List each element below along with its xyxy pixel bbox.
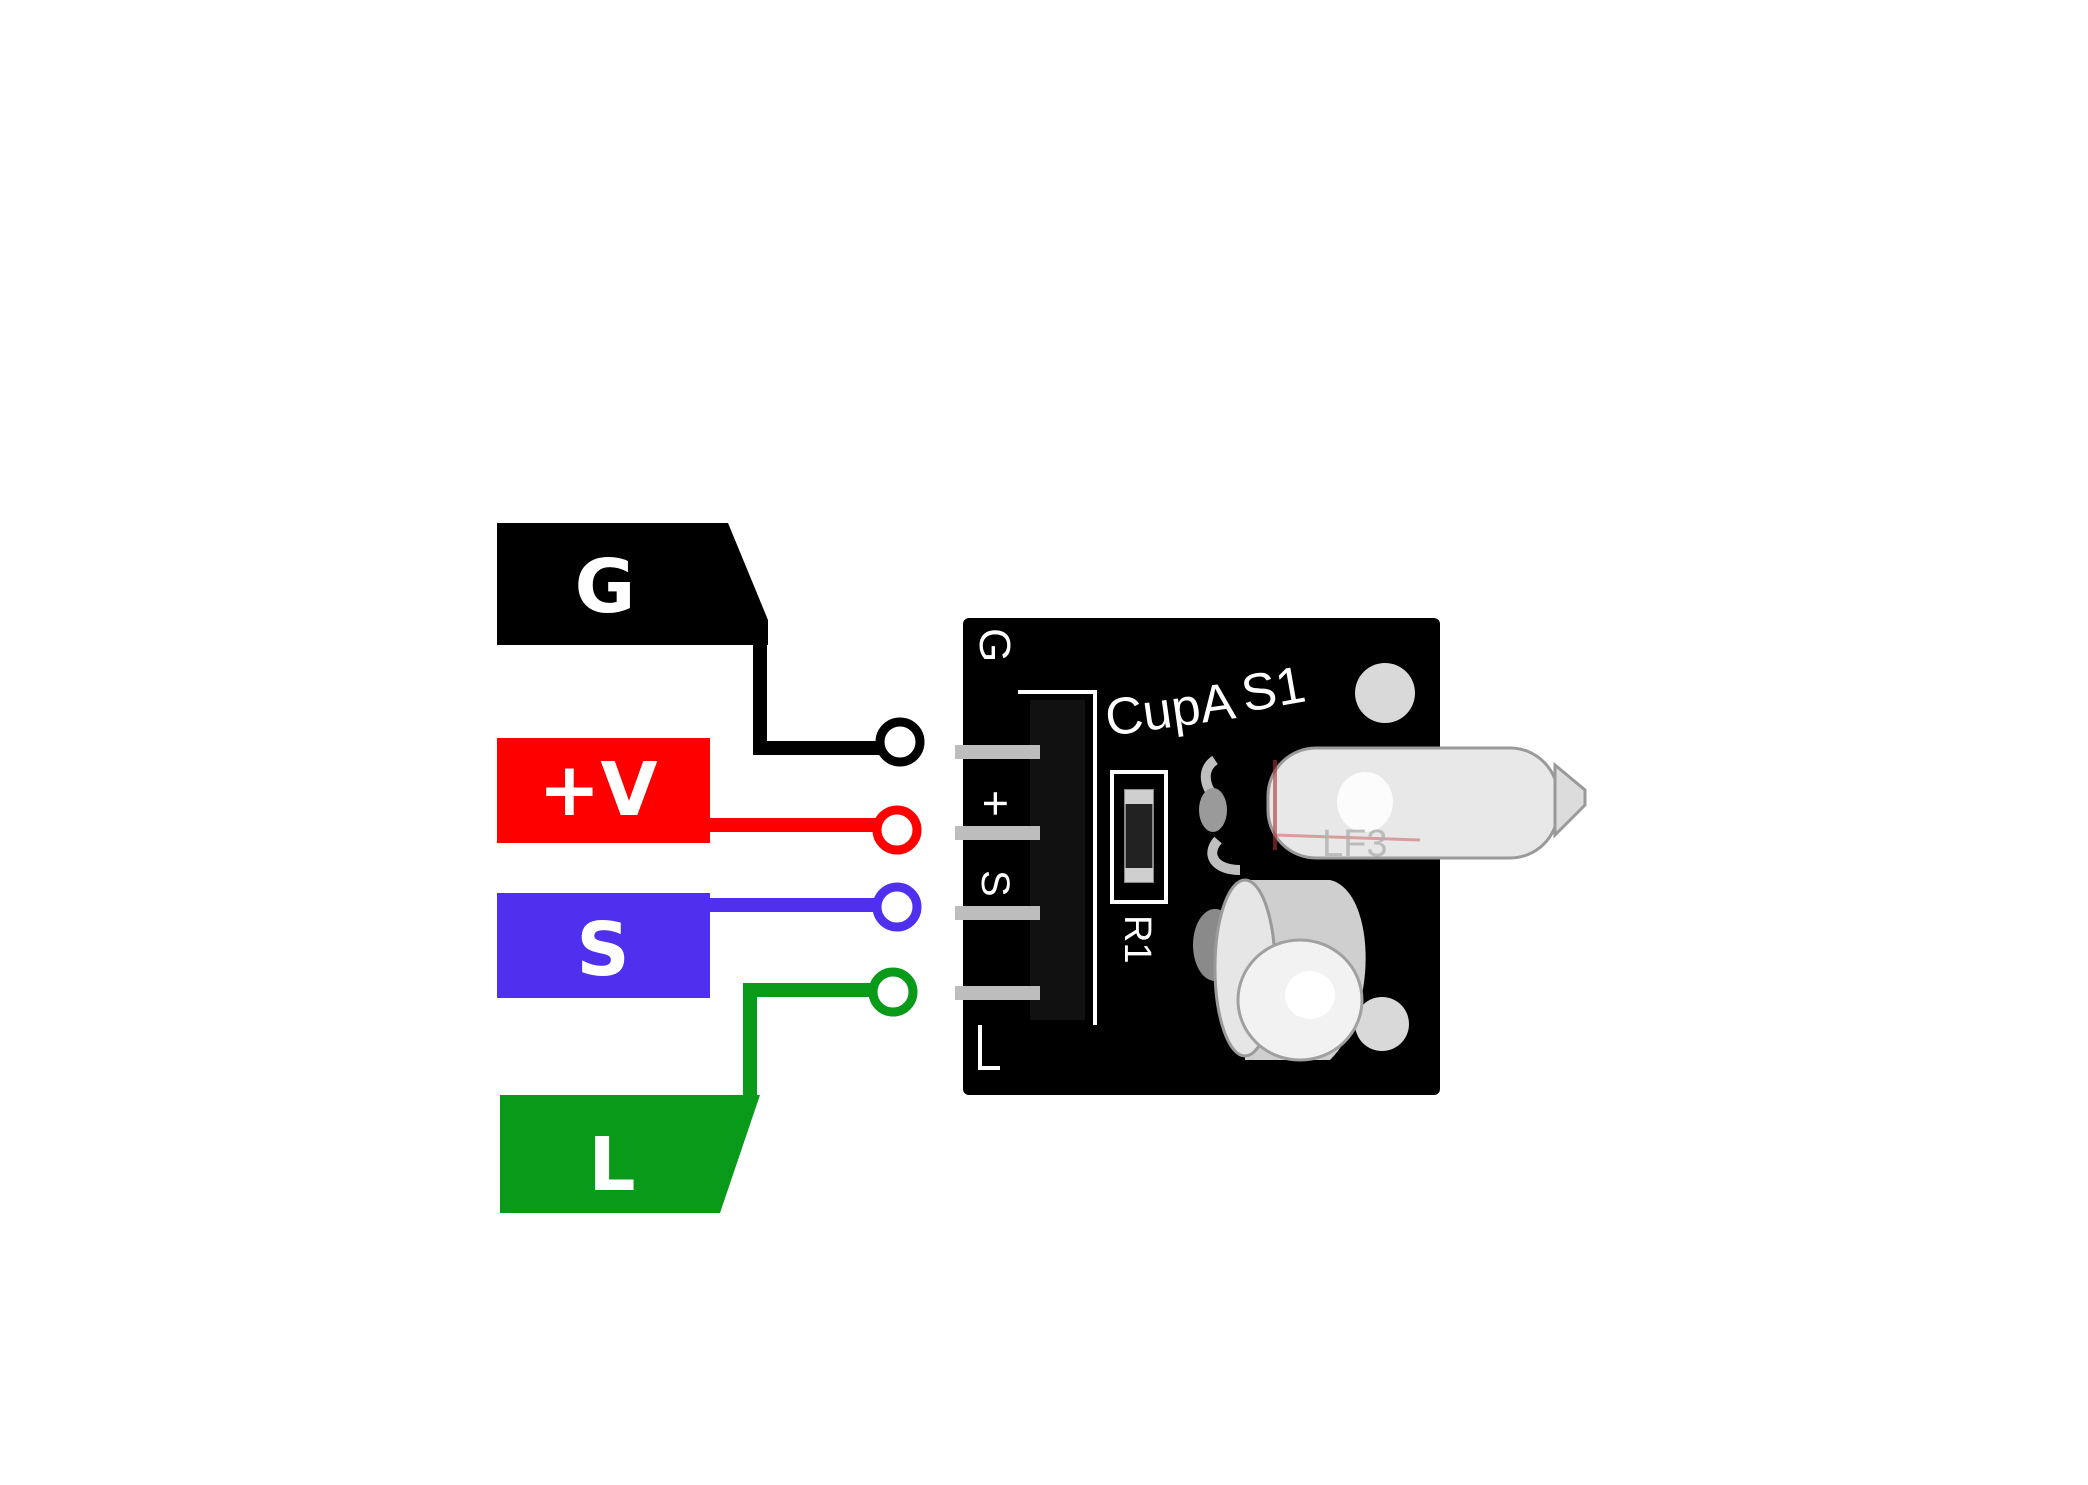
connector-rings (868, 717, 925, 1017)
sensor-module-board: CupA S1 R1 G + S LF3 (955, 618, 1587, 1095)
resistor-pad-bottom (1125, 868, 1153, 882)
label-text-g: G (575, 544, 636, 630)
led (1193, 878, 1366, 1062)
label-box-v (497, 738, 710, 843)
tube-marking: LF3 (1322, 823, 1387, 865)
header-outline-bottom (978, 1025, 1000, 1070)
ring-g (875, 717, 925, 767)
header-pin-v (955, 826, 1040, 840)
label-text-v: +V (538, 747, 657, 833)
wires (705, 635, 890, 1095)
header-outline (1018, 690, 1097, 1025)
label-box-g (497, 523, 768, 645)
label-text-s: S (576, 907, 629, 993)
silk-switch-label: S1 (1237, 656, 1310, 724)
pin-labels: G +V S L (497, 523, 768, 1213)
ring-v (872, 805, 922, 855)
ring-s (872, 882, 922, 932)
silk-pin-v: + (970, 790, 1022, 817)
label-box-l (500, 1095, 760, 1213)
header-pin-l (955, 986, 1040, 1000)
silk-pin-g: G (970, 628, 1019, 662)
silk-resistor-label: R1 (1116, 915, 1158, 964)
wire-l (743, 983, 890, 1095)
label-text-l: L (588, 1122, 635, 1208)
header-pins (955, 745, 1040, 1000)
wire-g (753, 635, 890, 755)
header-pin-s (955, 906, 1040, 920)
tilt-switch: LF3 (1199, 746, 1587, 875)
ring-l (868, 967, 918, 1017)
resistor-pad-top (1125, 790, 1153, 804)
resistor-outline (1110, 770, 1168, 904)
mounting-hole-bottom (1355, 997, 1409, 1051)
header-pin-g (955, 745, 1040, 759)
silk-pin-s: S (973, 870, 1017, 897)
mounting-hole-top (1355, 663, 1415, 723)
label-box-s (497, 893, 710, 998)
